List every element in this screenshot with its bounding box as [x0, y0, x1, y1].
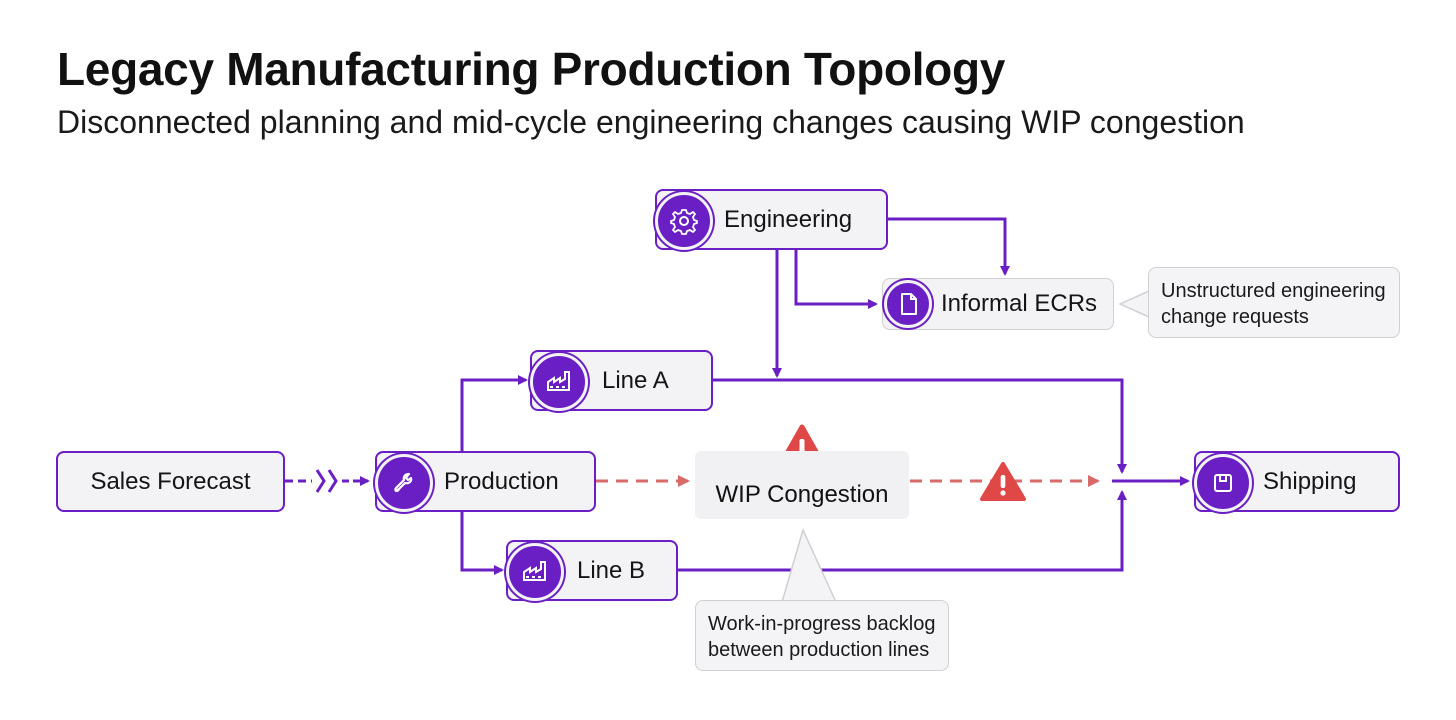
wip-callout-text: Work-in-progress backlog between product… — [708, 613, 936, 661]
ecr-callout: Unstructured engineering change requests — [1148, 267, 1400, 338]
informal-ecrs-label: Informal ECRs — [941, 290, 1098, 317]
informal-ecrs-node[interactable]: Informal ECRs — [882, 278, 1114, 330]
production-to-line-b-link — [460, 512, 504, 575]
sales-forecast-node[interactable]: Sales Forecast — [56, 451, 285, 512]
line-b-label: Line B — [577, 556, 646, 584]
package-icon — [1194, 453, 1252, 512]
production-to-line-a-link — [460, 375, 528, 452]
warning-icon — [980, 462, 1026, 501]
sales-to-production-link — [285, 469, 370, 493]
page-subtitle: Disconnected planning and mid-cycle engi… — [57, 104, 1245, 140]
shipping-label: Shipping — [1263, 467, 1357, 495]
shipping-node[interactable]: Shipping — [1194, 451, 1400, 512]
gear-icon — [655, 191, 713, 250]
wip-callout: Work-in-progress backlog between product… — [695, 600, 949, 671]
line-b-to-merge-link — [678, 490, 1127, 572]
page-title: Legacy Manufacturing Production Topology — [57, 43, 1006, 95]
tool-icon — [375, 453, 433, 512]
wip-congestion-box: WIP Congestion — [695, 451, 909, 519]
ecr-callout-text: Unstructured engineering change requests — [1161, 280, 1386, 328]
wip-congestion-label: WIP Congestion — [715, 481, 889, 508]
sales-forecast-label: Sales Forecast — [90, 467, 251, 495]
document-icon — [884, 280, 932, 328]
line-a-node[interactable]: Line A — [530, 350, 713, 411]
engineering-to-ecrs-down-link — [794, 250, 878, 309]
engineering-node[interactable]: Engineering — [655, 189, 888, 250]
production-node[interactable]: Production — [375, 451, 596, 512]
ecr-callout-pointer — [1118, 290, 1150, 318]
engineering-label: Engineering — [724, 205, 853, 233]
production-label: Production — [444, 467, 559, 495]
line-b-node[interactable]: Line B — [506, 540, 678, 601]
wip-callout-pointer — [781, 527, 837, 603]
factory-icon — [530, 352, 588, 411]
engineering-to-ecrs-right-link — [888, 217, 1010, 276]
factory-icon — [506, 542, 564, 601]
line-a-to-merge-link — [713, 378, 1127, 474]
line-a-label: Line A — [602, 366, 669, 394]
